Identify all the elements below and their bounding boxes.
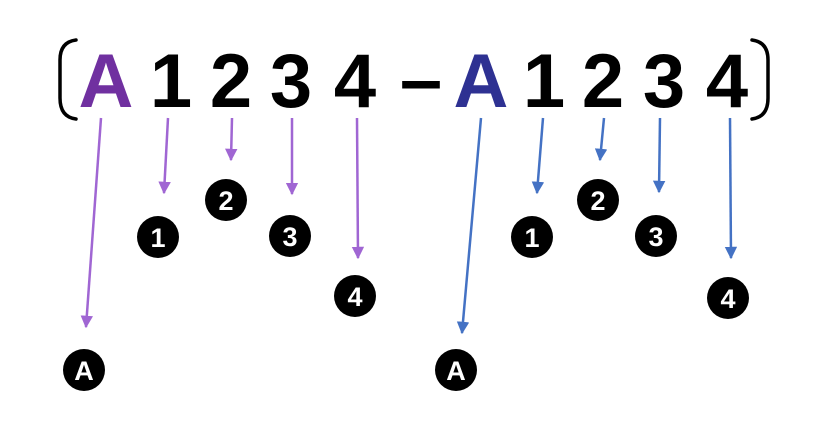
group1-marker-3: 3: [269, 215, 311, 257]
group2-char-A: A: [454, 39, 509, 124]
group1-arrow-1: [158, 117, 171, 195]
group2-marker-3: 3: [635, 215, 677, 257]
group1-marker-4: 4: [334, 275, 376, 317]
group1-marker-2-label: 2: [218, 186, 233, 216]
right-bracket: [750, 38, 770, 121]
left-bracket: [58, 38, 78, 121]
group2-marker-A-label: A: [446, 356, 466, 386]
group2-marker-2-label: 2: [590, 186, 605, 216]
group2-marker-4: 4: [707, 277, 749, 319]
group1-marker-3-label: 3: [282, 222, 297, 252]
group1-char-3: 3: [270, 39, 312, 124]
group1-char-A: A: [79, 39, 134, 124]
group1-marker-4-label: 4: [347, 282, 362, 312]
group1-arrow-4: [351, 117, 365, 260]
group1-char-4: 4: [334, 39, 376, 124]
group2-arrow-2: [594, 117, 608, 162]
group1-marker-A-label: A: [74, 356, 94, 386]
group2-arrow-4: [724, 117, 738, 260]
separator-dash: –: [400, 37, 442, 122]
group1-char-2: 2: [210, 39, 252, 124]
group2-char-2: 2: [582, 39, 624, 124]
group2-marker-1: 1: [511, 216, 553, 258]
group2-arrow-A: [456, 117, 483, 335]
group2-char-4: 4: [706, 39, 748, 124]
group2-marker-1-label: 1: [524, 223, 539, 253]
group2-marker-2: 2: [577, 179, 619, 221]
group1-arrow-2: [225, 117, 238, 162]
group1-marker-2: 2: [205, 179, 247, 221]
group1-marker-1: 1: [137, 216, 179, 258]
group2-arrow-3: [652, 117, 666, 194]
group2-char-3: 3: [643, 39, 685, 124]
group2-marker-A: A: [435, 349, 477, 391]
group2-char-1: 1: [523, 39, 565, 124]
group1-marker-1-label: 1: [150, 223, 165, 253]
group2-marker-3-label: 3: [648, 222, 663, 252]
group2-marker-4-label: 4: [720, 284, 735, 314]
group2-arrow-1: [531, 117, 545, 195]
group1-char-1: 1: [150, 39, 192, 124]
group1-arrow-A: [80, 117, 103, 329]
group1-marker-A: A: [63, 349, 105, 391]
